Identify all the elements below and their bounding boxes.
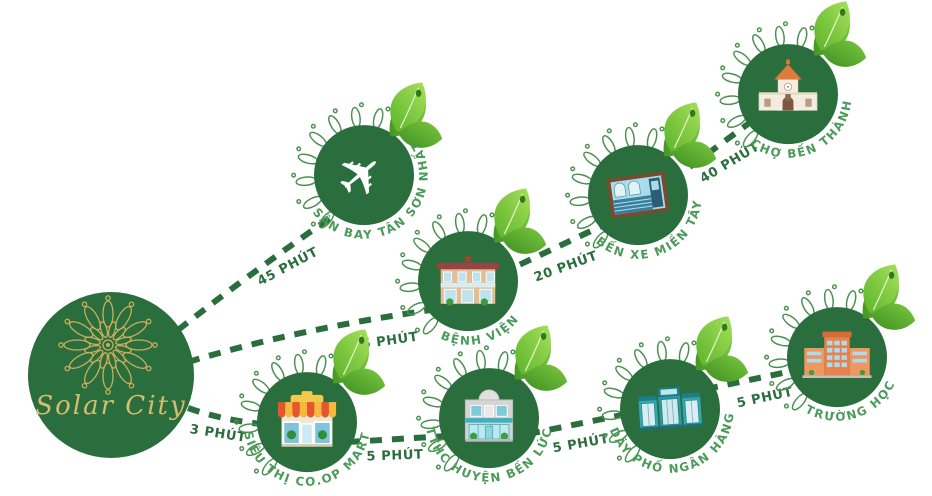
node-ben-thanh-market: CHỢ BẾN THÀNH <box>688 0 868 179</box>
solar-city-wordmark: Solar City <box>35 391 186 421</box>
svg-text:★: ★ <box>462 251 473 266</box>
hospital-icon: ★ <box>437 251 499 306</box>
school-icon <box>802 331 872 378</box>
bus-station-icon <box>606 171 670 219</box>
admin-building-icon <box>464 389 514 442</box>
node-circle <box>314 125 414 226</box>
solar-city-hub: Solar City <box>28 292 194 458</box>
route-ben-thanh <box>670 115 758 183</box>
market-tower-icon <box>758 59 818 111</box>
route-school <box>705 366 803 392</box>
route-coopmart <box>187 405 263 427</box>
route-tthc <box>347 433 449 445</box>
bank-row-icon <box>638 386 704 431</box>
storefront-icon <box>277 391 337 447</box>
node-school: TRƯỜNG HỌC <box>737 263 916 436</box>
node-bank-street: DÃY PHỐ NGÂN HÀNG <box>570 315 749 484</box>
node-tthc-ben-luc: TTHC HUYỆN BẾN LỨC <box>389 324 568 485</box>
solar-city-circle <box>28 292 194 458</box>
node-bus-station: BẾN XE MIỀN TÂY <box>538 101 719 279</box>
route-bank-street <box>527 410 633 437</box>
route-airport <box>176 215 332 333</box>
node-hospital: ★ BỆNH VIỆN <box>368 187 547 356</box>
node-coopmart: SIÊU THỊ CO.OP MART <box>207 328 386 489</box>
